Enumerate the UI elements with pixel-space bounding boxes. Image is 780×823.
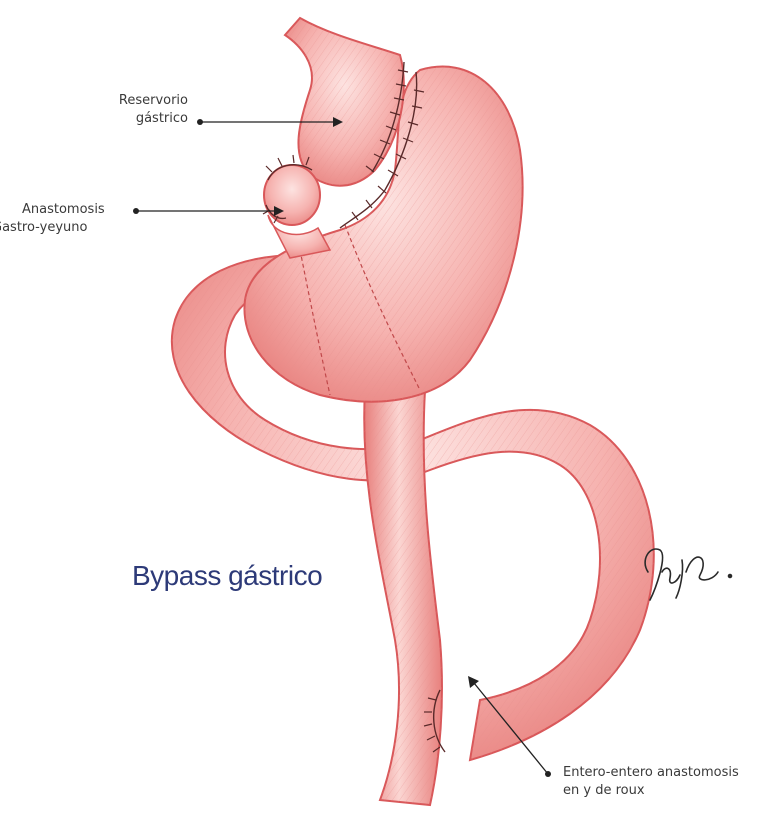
- anastomosis-label-line1: Anastomosis: [0, 201, 105, 219]
- artist-signature: [645, 549, 731, 600]
- reservorio-label-line2: gástrico: [80, 110, 188, 128]
- anastomosis-label-line2: Gastro-yeyuno: [0, 219, 105, 237]
- anastomosis-leader: [133, 206, 284, 216]
- anastomosis-label: Anastomosis Gastro-yeyuno: [0, 201, 105, 237]
- entero-label: Entero-entero anastomosis en y de roux: [563, 764, 739, 800]
- entero-label-line2: en y de roux: [563, 782, 739, 800]
- reservorio-label: Reservorio gástrico: [80, 92, 188, 128]
- reservorio-label-line1: Reservorio: [80, 92, 188, 110]
- diagram-title: Bypass gástrico: [132, 560, 322, 592]
- entero-label-line1: Entero-entero anastomosis: [563, 764, 739, 782]
